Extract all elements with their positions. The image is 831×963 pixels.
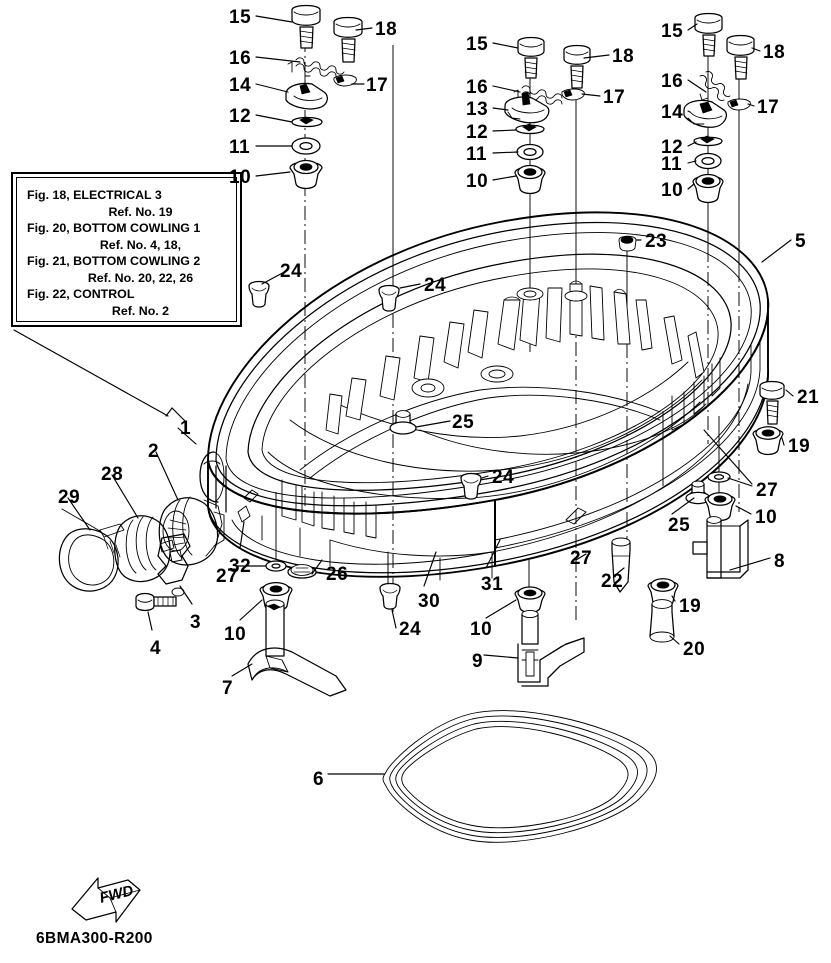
callout-number-27: 27	[216, 566, 239, 587]
callout-number-10: 10	[224, 624, 247, 645]
callout-number-24: 24	[424, 275, 447, 296]
ref-line-5: Fig. 21, BOTTOM COWLING 2	[27, 254, 201, 268]
callout-number-12: 12	[661, 137, 684, 158]
ref-line-2: Ref. No. 19	[108, 204, 173, 219]
callout-number-30: 30	[418, 591, 441, 612]
callout-number-14: 14	[661, 102, 684, 123]
left-parts-assembly	[58, 496, 251, 612]
callout-number-24: 24	[399, 619, 422, 640]
callout-number-23: 23	[645, 231, 668, 252]
callout-number-10: 10	[661, 180, 684, 201]
cowling-interior-detail	[243, 280, 721, 539]
fastener-stack-right	[683, 12, 755, 204]
callout-number-14: 14	[229, 75, 252, 96]
callout-number-10: 10	[470, 619, 493, 640]
callout-number-22: 22	[601, 571, 624, 592]
callout-number-7: 7	[222, 678, 234, 699]
callout-number-9: 9	[472, 651, 484, 672]
callout-number-24: 24	[492, 467, 515, 488]
callout-number-24: 24	[280, 261, 303, 282]
callout-number-10: 10	[755, 507, 778, 528]
callout-number-11: 11	[229, 137, 251, 158]
callout-number-18: 18	[375, 19, 398, 40]
callout-number-29: 29	[58, 487, 81, 508]
callout-number-4: 4	[150, 638, 162, 659]
callout-number-11: 11	[466, 144, 488, 165]
callout-number-16: 16	[466, 77, 489, 98]
fastener-stack-middle	[504, 36, 591, 195]
rivets-25	[389, 410, 711, 505]
callout-number-3: 3	[190, 612, 202, 633]
bottom-center-parts	[247, 560, 347, 697]
callout-number-32: 32	[229, 556, 252, 577]
callout-number-19: 19	[679, 596, 702, 617]
callout-number-10: 10	[466, 171, 489, 192]
callout-number-17: 17	[757, 97, 780, 118]
callout-number-8: 8	[774, 551, 786, 572]
callout-number-15: 15	[466, 34, 489, 55]
callout-number-15: 15	[661, 21, 684, 42]
callout-number-27: 27	[756, 480, 779, 501]
fastener-stack-left	[285, 4, 363, 190]
callout-number-2: 2	[148, 441, 160, 462]
callout-number-25: 25	[668, 515, 691, 536]
bottom-cowling-body	[199, 211, 769, 581]
callout-number-12: 12	[466, 122, 489, 143]
callout-number-6: 6	[313, 769, 325, 790]
leader-lines	[13, 15, 794, 775]
callout-number-15: 15	[229, 7, 252, 28]
callout-number-27: 27	[570, 548, 593, 569]
ref-line-7: Fig. 22, CONTROL	[27, 287, 135, 301]
callout-number-17: 17	[603, 87, 626, 108]
callout-number-1: 1	[180, 418, 192, 439]
screws-24	[248, 280, 482, 610]
callout-number-25: 25	[452, 412, 475, 433]
ref-line-1: Fig. 18, ELECTRICAL 3	[27, 188, 162, 202]
callout-number-16: 16	[229, 48, 252, 69]
right-side-hardware	[611, 380, 785, 643]
fwd-arrow-icon: FWD	[71, 877, 141, 923]
latch-assembly-9	[514, 586, 585, 687]
ref-line-6: Ref. No. 20, 22, 26	[87, 270, 194, 285]
callout-number-20: 20	[683, 639, 706, 660]
callout-number-5: 5	[795, 231, 807, 252]
part-number-label: 6BMA300-R200	[36, 930, 153, 947]
ref-line-3: Fig. 20, BOTTOM COWLING 1	[27, 221, 201, 235]
callout-number-26: 26	[326, 564, 349, 585]
callout-number-18: 18	[612, 46, 635, 67]
callout-number-21: 21	[797, 387, 820, 408]
ref-line-4: Ref. No. 4, 18,	[99, 237, 182, 252]
callout-number-28: 28	[101, 464, 124, 485]
callout-number-11: 11	[661, 154, 683, 175]
callout-number-12: 12	[229, 106, 252, 127]
ref-line-8: Ref. No. 2	[111, 303, 170, 318]
callout-number-10: 10	[229, 167, 252, 188]
callout-number-31: 31	[481, 574, 504, 595]
reference-figure-box: Fig. 18, ELECTRICAL 3 Ref. No. 19 Fig. 2…	[11, 172, 242, 327]
callout-number-16: 16	[661, 71, 684, 92]
callout-number-19: 19	[788, 436, 811, 457]
reference-figure-box-inner: Fig. 18, ELECTRICAL 3 Ref. No. 19 Fig. 2…	[16, 177, 237, 322]
nut-23	[618, 235, 637, 252]
gasket-6	[382, 710, 657, 843]
callout-number-17: 17	[366, 75, 389, 96]
callout-number-13: 13	[466, 99, 489, 120]
callout-number-18: 18	[763, 42, 786, 63]
